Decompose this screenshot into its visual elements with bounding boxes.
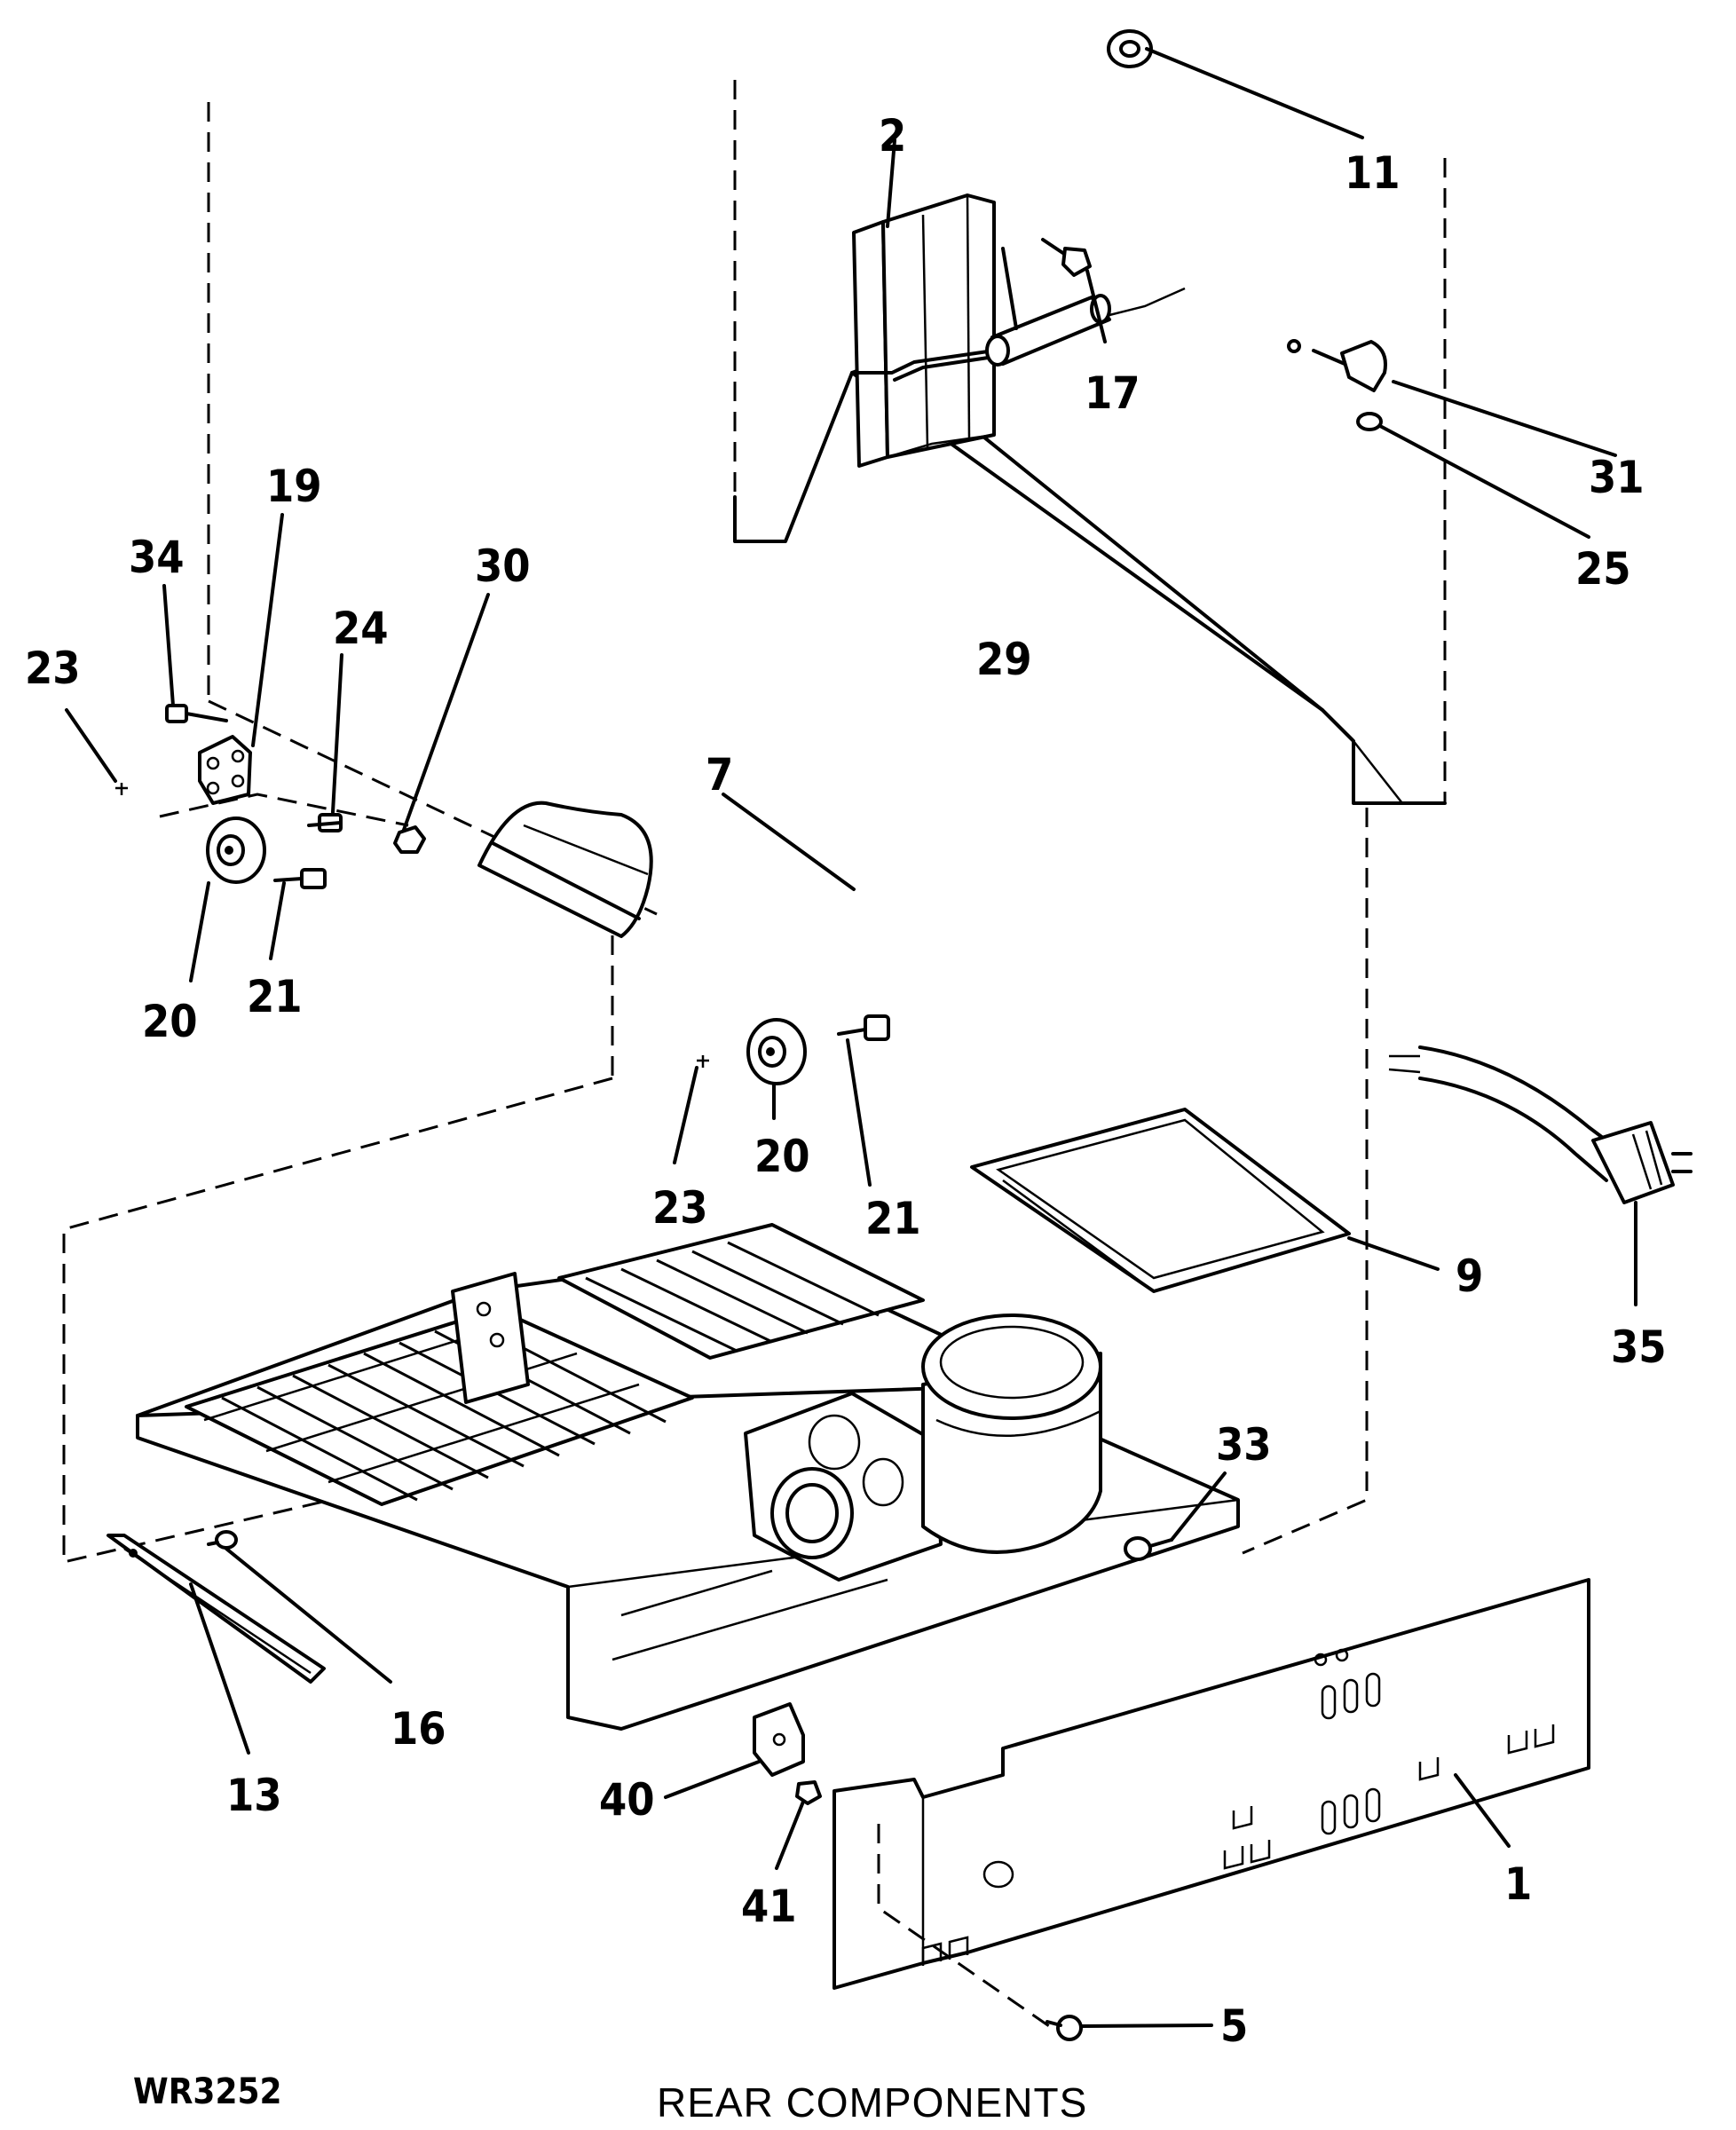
- cabinet-cutaway-section: [477, 801, 653, 938]
- callout-1: 1: [1504, 1858, 1532, 1910]
- callout-19: 19: [266, 461, 322, 512]
- screw-part-5: [1046, 2015, 1083, 2041]
- callout-13: 13: [226, 1770, 282, 1821]
- callout-23-right: 23: [652, 1182, 708, 1234]
- condenser-coil-rear: [557, 1223, 925, 1360]
- channel-bracket-part-2: [852, 193, 996, 468]
- brace-part-13: [107, 1534, 326, 1684]
- axle-bolt-part-21-left: [273, 868, 327, 889]
- diagram-title: REAR COMPONENTS: [657, 2079, 1087, 2126]
- callout-16: 16: [391, 1703, 446, 1755]
- pin-part-23-left: [115, 783, 128, 795]
- callout-7: 7: [706, 749, 733, 801]
- diagram-code: WR3252: [133, 2071, 282, 2112]
- callout-9: 9: [1456, 1250, 1483, 1302]
- callout-31: 31: [1589, 452, 1645, 503]
- bolt-part-34: [165, 704, 228, 723]
- callout-29: 29: [976, 634, 1032, 685]
- callout-25: 25: [1575, 543, 1631, 595]
- callout-21-left: 21: [247, 971, 303, 1022]
- fan-bracket: [451, 1272, 530, 1404]
- callout-21-right: 21: [865, 1193, 921, 1244]
- callout-33: 33: [1216, 1419, 1272, 1471]
- callout-35: 35: [1611, 1321, 1667, 1373]
- screw-part-17: [1041, 238, 1092, 277]
- clip-part-40: [753, 1702, 805, 1777]
- callout-23-left: 23: [25, 643, 81, 694]
- callout-labels: 11 2 17 31 25 29 7 19 34 30 24 23 20 21 …: [25, 110, 1667, 2052]
- callout-17: 17: [1085, 367, 1140, 419]
- compressor: [921, 1314, 1102, 1554]
- callout-2: 2: [879, 110, 906, 162]
- axle-bolt-part-24: [307, 813, 343, 832]
- screw-part-16: [207, 1530, 238, 1550]
- axle-bolt-part-21-right: [837, 1014, 890, 1041]
- callout-40: 40: [599, 1774, 655, 1826]
- condenser-coil: [185, 1307, 694, 1506]
- bracket-part-19: [198, 735, 252, 805]
- tube-part-7: [850, 349, 996, 382]
- callout-20-right: 20: [754, 1131, 810, 1182]
- fitting-part-33: [1124, 1536, 1173, 1561]
- roller-part-20-right: [746, 1018, 807, 1085]
- clamp-part-31: [1287, 339, 1387, 392]
- pin-part-23-right: [697, 1055, 709, 1068]
- screw-part-41: [795, 1780, 822, 1805]
- callout-30: 30: [475, 540, 531, 592]
- grommet-part-11: [1107, 29, 1153, 68]
- nut-part-25: [1356, 412, 1383, 431]
- callout-5: 5: [1220, 2000, 1248, 2052]
- callout-41: 41: [741, 1881, 797, 1932]
- panel-vent-slots: [982, 1648, 1381, 1889]
- callout-34: 34: [129, 532, 185, 583]
- leader-lines: [65, 47, 1637, 2028]
- fan-shroud: [744, 1392, 943, 1582]
- panel-notches: [921, 1724, 1555, 1966]
- roller-part-20-left: [206, 816, 266, 884]
- cabinet-outline: [62, 80, 1447, 1564]
- callout-11: 11: [1345, 147, 1401, 199]
- callout-20-left: 20: [142, 996, 198, 1047]
- callout-24: 24: [333, 603, 389, 654]
- nut-part-30: [393, 825, 426, 854]
- drain-pan-part-9: [970, 1108, 1351, 1293]
- power-cord-part-35: [1388, 1045, 1693, 1204]
- access-panel-part-1: [832, 1578, 1590, 2030]
- cabinet-back-edge: [733, 358, 1447, 805]
